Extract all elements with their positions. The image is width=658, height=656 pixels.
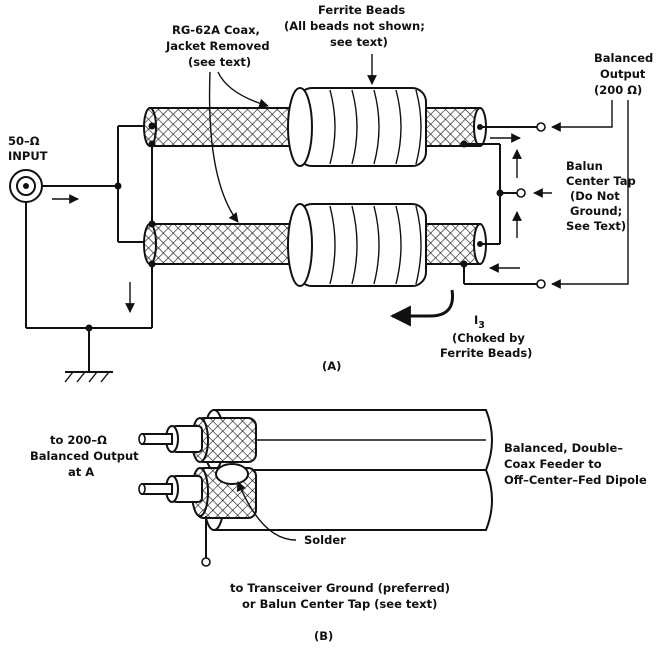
terminal-center-tap xyxy=(516,188,526,198)
tap-label-line4: Ground; xyxy=(570,204,622,218)
tap-label-line2: Center Tap xyxy=(566,174,636,188)
ground-label-line2: or Balun Center Tap (see text) xyxy=(242,597,437,611)
solder-joint xyxy=(215,463,249,485)
solder-leader xyxy=(236,481,297,541)
ground-symbol xyxy=(64,371,113,383)
figure-b: to 200–Ω Balanced Output at A Balanced, … xyxy=(30,409,647,643)
center-conductor-upper xyxy=(138,425,203,453)
coax-top xyxy=(143,107,301,148)
to200-line1: to 200–Ω xyxy=(50,433,107,447)
ground-terminal xyxy=(201,557,211,567)
feeder-line3: Off–Center–Fed Dipole xyxy=(504,473,647,487)
tap-label-line3: (Do Not xyxy=(570,189,620,203)
balanced-leader-top xyxy=(551,100,613,132)
ferrite-beads-bottom xyxy=(287,203,427,287)
input-label-line2: INPUT xyxy=(8,149,48,163)
solder-label: Solder xyxy=(304,533,346,547)
center-conductor-lower xyxy=(138,475,203,503)
balanced-label-line1: Balanced xyxy=(594,51,653,65)
to200-line3: at A xyxy=(68,465,94,479)
junction-dot xyxy=(114,182,122,190)
terminal-top xyxy=(536,122,546,132)
tap-label-line1: Balun xyxy=(566,159,603,173)
feeder-line1: Balanced, Double– xyxy=(504,441,623,455)
input-label-line1: 50–Ω xyxy=(8,134,40,148)
i3-current-arrow xyxy=(389,289,455,327)
balanced-label-line2: Output xyxy=(600,67,646,81)
to200-line2: Balanced Output xyxy=(30,449,139,463)
coax-bottom-end xyxy=(425,223,487,268)
i3-label: I3 xyxy=(474,313,485,331)
terminal-bottom xyxy=(536,279,546,289)
caption-b: (B) xyxy=(314,629,333,643)
coax-leader-top xyxy=(217,71,269,109)
tap-label-line5: See Text) xyxy=(566,219,626,233)
input-connector xyxy=(9,169,43,203)
ferrite-label-line1: Ferrite Beads xyxy=(318,3,405,17)
choked-label-line2: Ferrite Beads) xyxy=(440,346,532,360)
coax-top-end xyxy=(425,107,487,148)
coax-label-line3: (see text) xyxy=(188,55,251,69)
caption-a: (A) xyxy=(322,359,341,373)
balanced-label-line3: (200 Ω) xyxy=(594,83,642,97)
balanced-leader-bottom xyxy=(551,100,629,289)
coax-label-line2: Jacket Removed xyxy=(165,39,270,53)
ferrite-beads-top xyxy=(287,87,427,167)
choked-label-line1: (Choked by xyxy=(452,331,525,345)
coax-leader-bottom xyxy=(208,71,239,223)
feeder-line2: Coax Feeder to xyxy=(504,457,602,471)
coax-label-line1: RG-62A Coax, xyxy=(172,23,260,37)
ferrite-label-line3: see text) xyxy=(330,35,388,49)
coax-bottom xyxy=(143,220,301,268)
ground-label-line1: to Transceiver Ground (preferred) xyxy=(230,581,450,595)
ferrite-label-line2: (All beads not shown; xyxy=(284,19,425,33)
figure-a: 50–Ω INPUT xyxy=(8,3,653,383)
